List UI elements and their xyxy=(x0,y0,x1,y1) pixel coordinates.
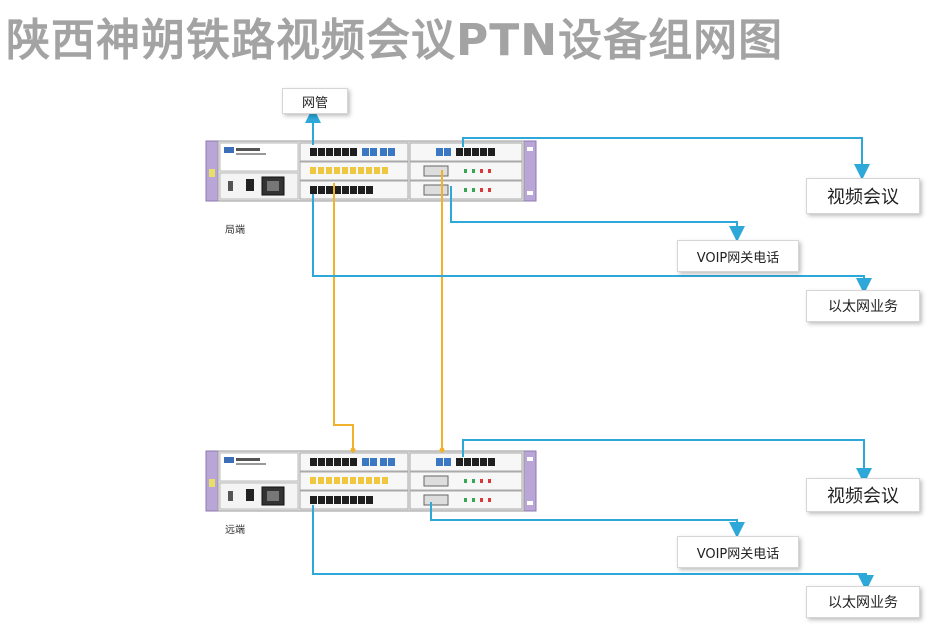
local-video-box: 视频会议 xyxy=(806,178,920,214)
remote-links xyxy=(312,439,874,591)
local-links xyxy=(305,107,872,294)
remote-voip-box: VOIP网关电话 xyxy=(677,536,799,568)
local-ethernet-label: 以太网业务 xyxy=(828,299,898,315)
nms-box: 网管 xyxy=(282,88,348,114)
remote-site-label: 远端 xyxy=(225,525,245,536)
remote-voip-label: VOIP网关电话 xyxy=(696,546,780,562)
remote-ethernet-label: 以太网业务 xyxy=(828,595,898,611)
remote-ptn-device xyxy=(205,450,537,512)
optical-links xyxy=(333,170,443,452)
local-ethernet-box: 以太网业务 xyxy=(806,290,920,322)
local-voip-label: VOIP网关电话 xyxy=(696,250,780,266)
local-video-label: 视频会议 xyxy=(827,187,899,208)
local-ptn-device xyxy=(205,140,537,202)
remote-ethernet-box: 以太网业务 xyxy=(806,586,920,618)
page-title: 陕西神朔铁路视频会议PTN设备组网图 xyxy=(6,15,784,66)
nms-label: 网管 xyxy=(301,95,328,111)
local-site-label: 局端 xyxy=(225,225,245,236)
remote-video-label: 视频会议 xyxy=(827,486,899,507)
remote-video-box: 视频会议 xyxy=(806,478,920,512)
local-voip-box: VOIP网关电话 xyxy=(677,240,799,272)
